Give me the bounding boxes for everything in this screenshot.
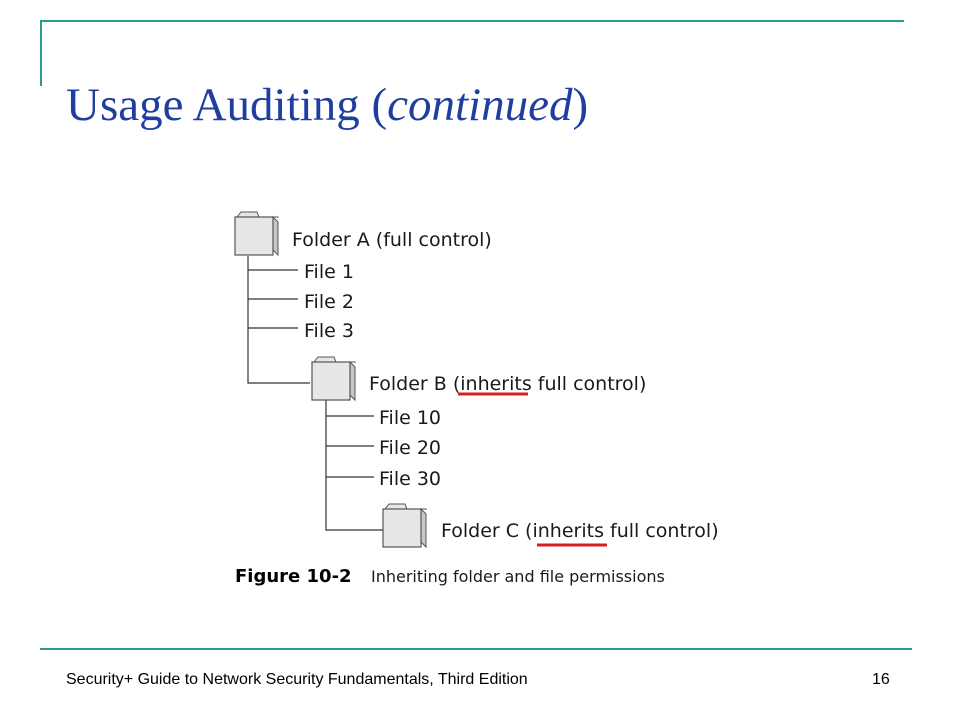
folder-a-label: Folder A (full control) [292,229,492,251]
folder-c-label: Folder C (inherits full control) [441,520,719,542]
title-italic: continued [387,79,573,131]
file-label: File 20 [379,437,441,459]
frame-top-line [40,20,904,22]
title-close: ) [572,79,589,131]
tree-connectors [247,256,383,531]
page-number: 16 [872,671,890,688]
folder-b-label: Folder B (inherits full control) [369,373,646,395]
file-label: File 1 [304,261,354,283]
frame-left-line [40,20,42,86]
file-label: File 2 [304,291,354,313]
frame-bottom-line [40,648,912,650]
folder-icon [234,211,279,256]
footer-text: Security+ Guide to Network Security Fund… [66,671,528,688]
file-label: File 30 [379,468,441,490]
folder-icon [311,356,356,401]
file-label: File 3 [304,320,354,342]
title-main: Usage Auditing ( [66,79,388,131]
figure-number: Figure 10-2 [235,566,352,587]
slide-title: Usage Auditing (continued) [66,78,588,132]
file-label: File 10 [379,407,441,429]
figure-caption: Inheriting folder and file permissions [371,567,665,586]
folder-icon [382,503,427,548]
